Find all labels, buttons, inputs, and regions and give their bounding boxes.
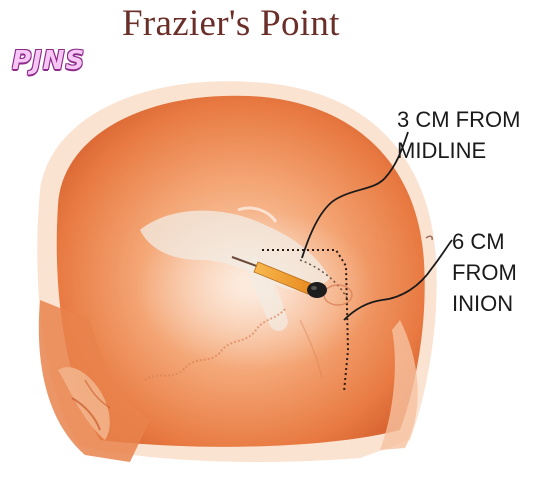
annotation-inion-line: INION (452, 288, 517, 319)
annotation-midline: 3 CM FROM MIDLINE (397, 104, 520, 166)
annotation-inion-line: FROM (452, 257, 517, 288)
annotation-inion-line: 6 CM (452, 226, 517, 257)
annotation-inion: 6 CM FROM INION (452, 226, 517, 319)
annotation-midline-line: MIDLINE (397, 135, 520, 166)
annotation-midline-line: 3 CM FROM (397, 104, 520, 135)
logo-pjns: PJNS (12, 46, 85, 76)
figure-title: Frazier's Point (122, 2, 340, 46)
